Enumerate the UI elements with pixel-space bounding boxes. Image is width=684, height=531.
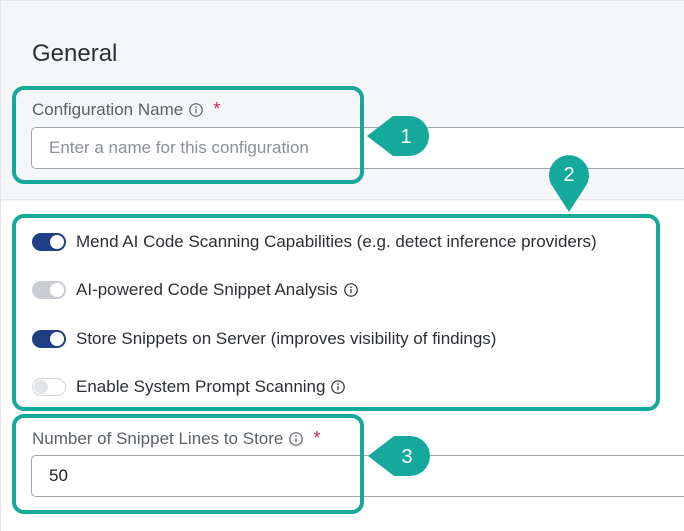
- required-marker: *: [313, 428, 321, 448]
- info-icon[interactable]: [189, 102, 204, 117]
- store-snippets-label: Store Snippets on Server (improves visib…: [76, 329, 497, 348]
- snippet-analysis-toggle[interactable]: [32, 281, 66, 299]
- configuration-name-placeholder: Enter a name for this configuration: [49, 138, 309, 157]
- configuration-name-label-text: Configuration Name: [32, 99, 184, 119]
- highlight-box-2: [12, 214, 660, 411]
- snippet-analysis-label: AI-powered Code Snippet Analysis: [76, 280, 338, 299]
- store-snippets-toggle[interactable]: [32, 330, 66, 348]
- toggle-knob: [50, 235, 64, 249]
- snippet-lines-input[interactable]: 50: [31, 455, 684, 497]
- panel-left-edge: [0, 0, 1, 531]
- snippet-lines-label-text: Number of Snippet Lines to Store: [32, 428, 284, 448]
- section-title: General: [32, 40, 118, 67]
- highlight-box-1: [12, 86, 364, 184]
- toggle-row-system-prompt[interactable]: Enable System Prompt Scanning: [32, 377, 346, 397]
- required-marker: *: [213, 99, 221, 119]
- callout-3-number: 3: [401, 446, 412, 468]
- toggle-row-code-scanning[interactable]: Mend AI Code Scanning Capabilities (e.g.…: [32, 232, 597, 252]
- code-scanning-label: Mend AI Code Scanning Capabilities (e.g.…: [76, 232, 597, 251]
- snippet-lines-label: Number of Snippet Lines to Store *: [32, 428, 320, 449]
- panel-divider: [0, 199, 684, 200]
- code-scanning-toggle[interactable]: [32, 233, 66, 251]
- toggle-row-store-snippets[interactable]: Store Snippets on Server (improves visib…: [32, 329, 496, 349]
- toggle-knob: [34, 380, 48, 394]
- highlight-box-3: [12, 414, 364, 514]
- configuration-name-label: Configuration Name *: [32, 99, 220, 120]
- callout-2-marker: 2: [549, 155, 589, 212]
- toggle-knob: [50, 332, 64, 346]
- callout-1-number: 1: [400, 126, 411, 148]
- toggle-row-snippet-analysis[interactable]: AI-powered Code Snippet Analysis: [32, 280, 358, 300]
- system-prompt-label: Enable System Prompt Scanning: [76, 377, 326, 396]
- info-icon[interactable]: [289, 431, 304, 446]
- info-icon[interactable]: [343, 283, 358, 297]
- info-icon[interactable]: [331, 380, 346, 394]
- toggle-knob: [50, 283, 64, 297]
- system-prompt-toggle[interactable]: [32, 378, 66, 396]
- callout-3-marker: 3: [368, 436, 430, 476]
- callout-1-marker: 1: [367, 116, 429, 156]
- snippet-lines-value: 50: [49, 466, 68, 485]
- callout-2-number: 2: [563, 164, 574, 186]
